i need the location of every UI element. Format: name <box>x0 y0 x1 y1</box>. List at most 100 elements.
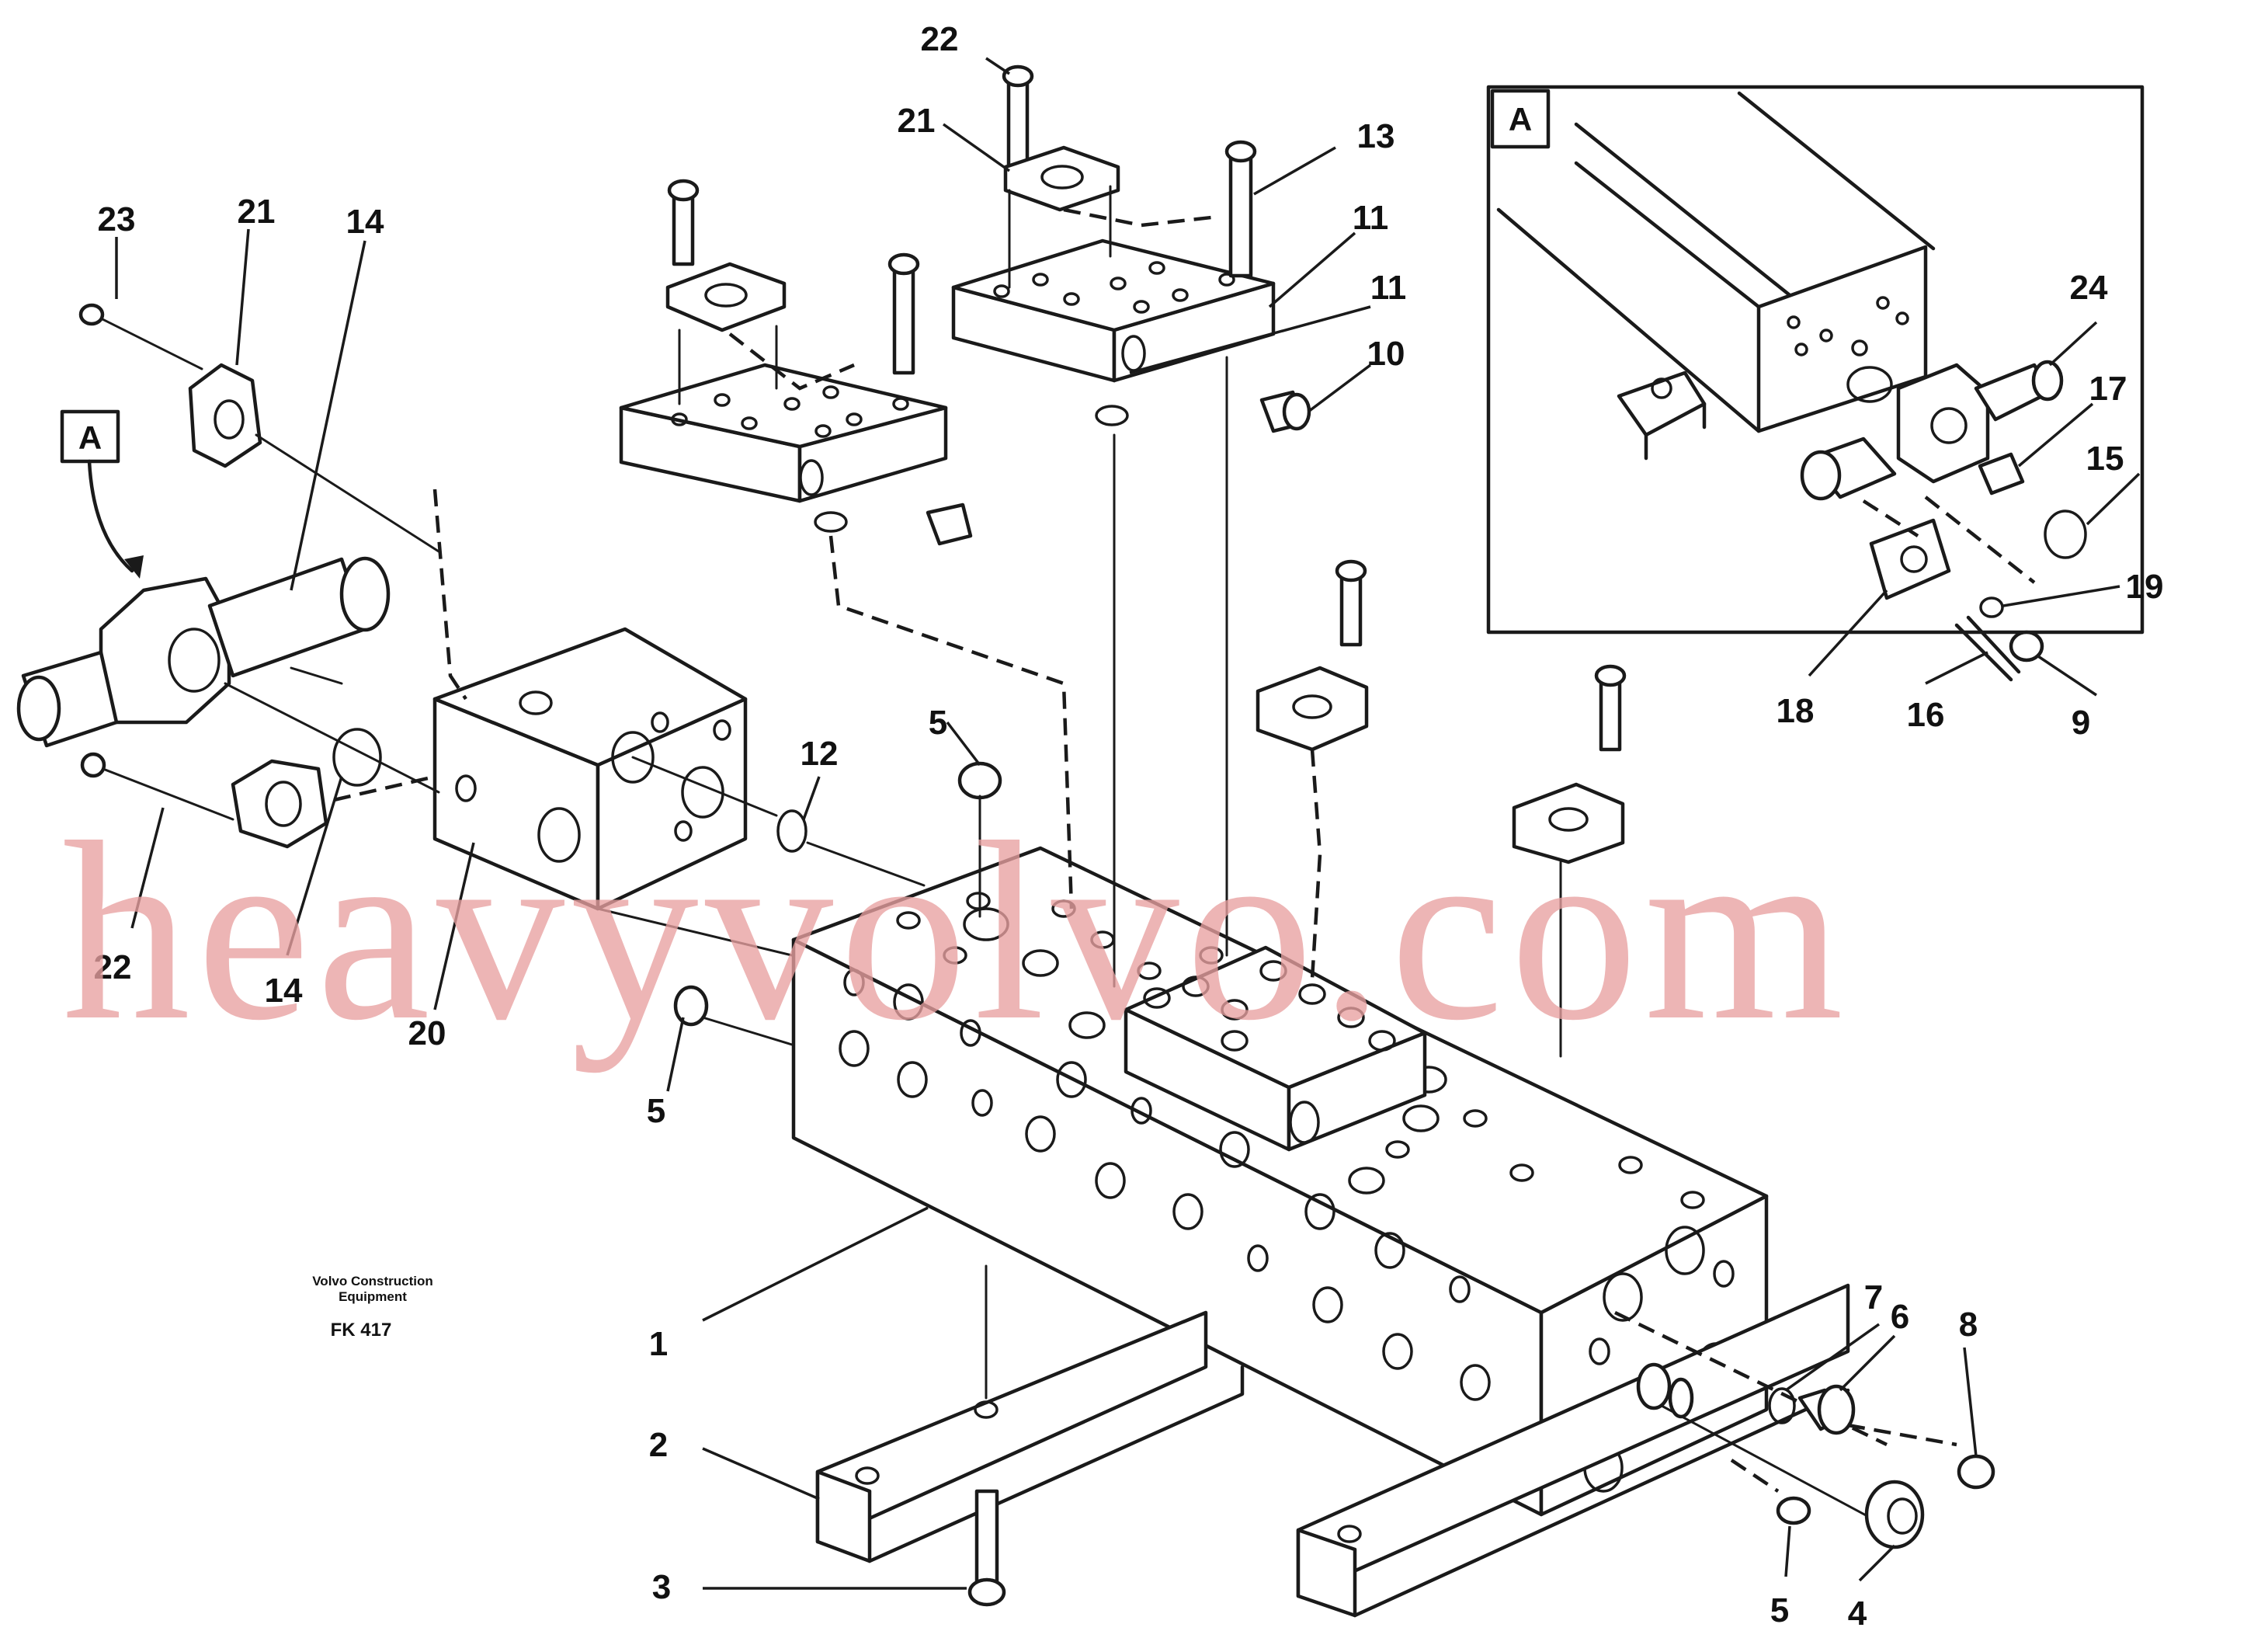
adapter-axis <box>631 756 778 817</box>
port <box>1460 1364 1491 1401</box>
detail-port <box>1876 296 1890 310</box>
support-bar-hole <box>855 1466 880 1485</box>
adapter-end-port <box>713 719 731 741</box>
plug-10-head <box>1282 392 1311 431</box>
leader-14-left <box>286 776 343 956</box>
support-bars <box>815 1264 1850 1618</box>
port <box>1025 1115 1056 1153</box>
leader-20 <box>433 842 475 1010</box>
plate-port <box>993 284 1010 298</box>
plug-8-path <box>1847 1423 1957 1447</box>
adapter-base-line <box>596 907 794 957</box>
sub-block-port <box>1298 983 1326 1005</box>
split-flange-lower-bore <box>265 781 302 827</box>
detail-flange-16 <box>1869 518 1951 600</box>
split-clamp-lower <box>1512 782 1625 864</box>
plate-dash-path <box>728 332 855 391</box>
plate-to-block-route <box>828 535 1074 909</box>
leader-15 <box>2017 402 2094 468</box>
sub-plate-left-top <box>619 363 948 449</box>
detail-flange-bore <box>1900 545 1928 573</box>
adapter-end-port <box>651 711 669 733</box>
plug-4-flange <box>1864 1480 1925 1549</box>
port <box>1463 1109 1488 1128</box>
port <box>1382 1333 1413 1370</box>
detail-port <box>1851 339 1868 356</box>
leader-5-top <box>946 721 981 767</box>
port <box>843 969 865 996</box>
vertical-mount-lines <box>1113 356 1228 988</box>
port <box>1304 1193 1335 1230</box>
leader-22-top <box>985 57 1010 75</box>
leader-5-lower <box>1784 1525 1791 1577</box>
plate-side-port <box>799 459 824 496</box>
leader-18 <box>1925 651 1988 685</box>
callout-20: 20 <box>408 1014 446 1052</box>
plate-port <box>822 385 839 399</box>
callout-19: 9 <box>2072 704 2090 742</box>
split-flange-left <box>665 262 787 332</box>
sub-block-port <box>1289 1101 1320 1144</box>
clamp-bolt-upper-head <box>1335 559 1367 583</box>
adapter-end-port <box>674 820 693 842</box>
plug-4-face <box>1887 1497 1918 1535</box>
port <box>1713 1260 1735 1288</box>
port <box>1095 1162 1126 1199</box>
detail-o-ring <box>1846 366 1893 403</box>
adapter-block-20 <box>432 627 926 957</box>
callout-12: 13 <box>1357 117 1395 155</box>
leader-19 <box>2037 655 2097 697</box>
plug-8 <box>1957 1454 1995 1490</box>
detail-view-tag-label: A <box>1509 101 1532 137</box>
o-ring-11-right <box>1095 405 1129 426</box>
bolt-22-top <box>1006 75 1030 169</box>
callout-8: 8 <box>1959 1306 1978 1344</box>
plug-5-left-guide <box>701 1016 794 1046</box>
adapter-block-top <box>432 627 748 767</box>
o-ring-14-left <box>332 728 382 787</box>
split-clamp-lower-bore <box>1548 807 1589 832</box>
detail-port <box>1794 343 1808 356</box>
port <box>1665 1226 1705 1275</box>
plate-port <box>1133 300 1150 314</box>
support-bar-hole <box>974 1400 999 1419</box>
sub-block-port <box>1221 999 1249 1021</box>
port <box>1680 1191 1705 1209</box>
plate-port <box>1148 261 1165 275</box>
flange-dash-path <box>1063 207 1212 228</box>
plate-port <box>1063 292 1080 306</box>
plate-port <box>783 397 801 411</box>
callout-21-top: 21 <box>898 102 936 140</box>
split-flange-21-bore <box>1040 165 1084 190</box>
bolt-12 <box>1228 149 1253 278</box>
figure-caption: Volvo Construction Equipment FK 417 <box>312 1274 433 1341</box>
callout-14-detail: 15 <box>2086 440 2124 478</box>
sub-block-port <box>1259 960 1287 982</box>
port <box>1312 1286 1343 1323</box>
nipple-13-end <box>339 556 391 632</box>
split-flange-21-top <box>1003 145 1120 212</box>
bolt-22-lower <box>92 763 234 821</box>
detail-assembly-path <box>1862 496 2036 584</box>
callout-1: 1 <box>649 1325 668 1363</box>
adapter-top-port <box>519 690 553 715</box>
clamp-upper-route <box>1310 749 1322 979</box>
bolt-22-lower-head <box>80 752 106 778</box>
bolt-3-head <box>967 1577 1006 1607</box>
sub-plate-right-top <box>951 238 1276 332</box>
callout-13: 14 <box>346 203 384 241</box>
callout-11-top: 11 <box>1370 269 1407 307</box>
plate-alignment <box>678 325 778 405</box>
spring <box>1636 1362 1672 1410</box>
port <box>839 1030 870 1067</box>
plate-port <box>892 397 909 411</box>
callout-23: 23 <box>98 200 136 238</box>
leader-7 <box>1784 1323 1881 1392</box>
detail-bracket <box>1617 370 1707 437</box>
callout-6: 6 <box>1891 1298 1909 1336</box>
split-clamp-upper-bore <box>1292 694 1332 719</box>
sub-block-port <box>1143 987 1171 1009</box>
angle-housing-bore <box>168 628 221 693</box>
plug-6-head <box>1817 1384 1856 1435</box>
left-housing-assembly <box>16 303 467 849</box>
